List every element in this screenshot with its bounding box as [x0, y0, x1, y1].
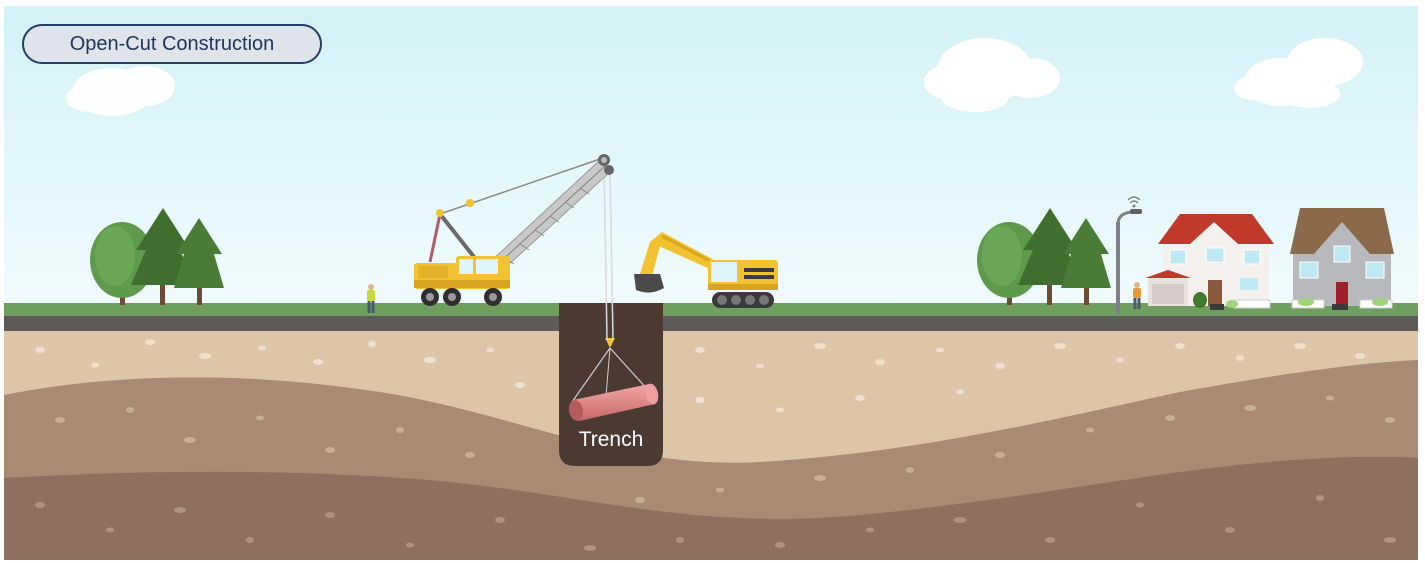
trench-label: Trench [560, 428, 662, 452]
house-icon [1290, 208, 1394, 310]
scene-title-badge: Open-Cut Construction [22, 24, 322, 64]
road [4, 316, 1418, 331]
